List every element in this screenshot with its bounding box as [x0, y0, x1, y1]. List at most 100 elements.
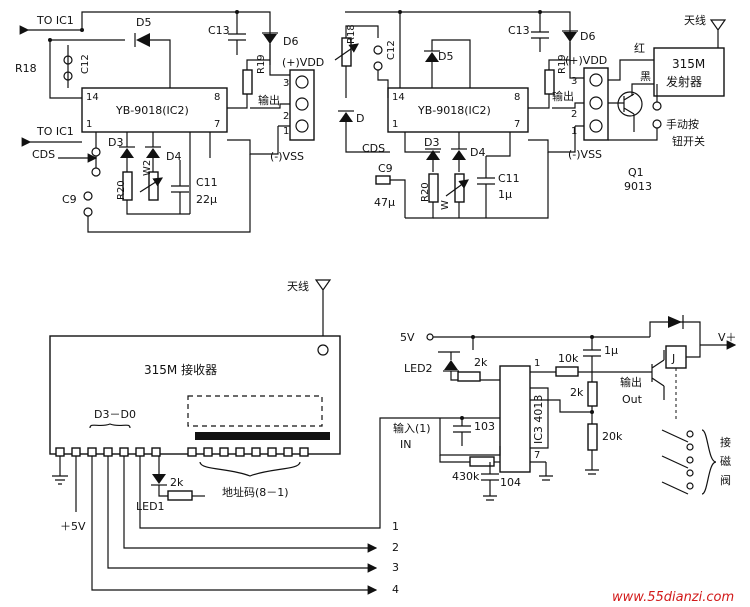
tx-line1: 315M: [672, 57, 705, 71]
c104-label: 104: [500, 476, 521, 489]
ic2-a-chip: [81, 87, 228, 133]
out-cn-label: 输出: [620, 375, 642, 389]
ic2-b-label: YB-9018(IC2): [417, 104, 491, 117]
ic3-relay-circuit: 5V LED2 2k IC3 4013 1 10k 1μ 2k 20k: [393, 315, 737, 501]
ic2-a-pin7: 7: [214, 119, 220, 130]
circuit-b-transmitter: YB-9018(IC2) 14 1 8 7 R18 C12 D D5 C13: [334, 10, 727, 219]
r20-b-label: R20: [420, 182, 431, 202]
r18-b-label: R18: [346, 24, 357, 44]
d5-b-label: D5: [438, 50, 453, 63]
tx-antenna-icon: [709, 19, 727, 48]
c9-b-label: C9: [378, 162, 393, 175]
receiver-title: 315M 接收器: [144, 362, 217, 377]
tx-antenna-label: 天线: [684, 13, 706, 27]
c11-a-label: C11: [196, 176, 218, 189]
button-line2: 钮开关: [672, 134, 705, 148]
line3-label: 3: [392, 561, 399, 574]
cds-b-label: CDS: [362, 142, 385, 155]
conn-b-pin2: 2: [571, 109, 577, 120]
address-label: 地址码(8－1): [222, 485, 289, 499]
relay-box: [665, 345, 687, 369]
conn-a-pin1: 1: [283, 126, 289, 137]
receiver-module: 315M 接收器 天线 D3－D0 地址码(8－1) ＋5V: [49, 279, 460, 596]
vplus-label: V＋: [718, 331, 737, 344]
address-dip-area: [187, 395, 323, 427]
conn-a-pin3: 3: [283, 78, 289, 89]
cds-a-label: CDS: [32, 148, 55, 161]
r10k-label: 10k: [558, 352, 579, 365]
led2-label: LED2: [404, 362, 433, 375]
ic2-b-pin14: 14: [392, 92, 405, 103]
circuit-a-timer: YB-9018(IC2) 14 1 8 7 TO IC1 D5 R18 C12 …: [15, 10, 324, 233]
q1-model: 9013: [624, 180, 652, 193]
ic2-b-pin1: 1: [392, 119, 398, 130]
relay-label: J: [671, 352, 675, 365]
receiver-pins: [55, 447, 309, 457]
r430k-label: 430k: [452, 470, 480, 483]
d6-b-label: D6: [580, 30, 595, 43]
ic2-b-chip: [387, 87, 529, 133]
address-dip-strip: [195, 432, 330, 440]
c12-b-label: C12: [386, 40, 397, 60]
valve-label-3: 阀: [720, 473, 731, 487]
d4-b-label: D4: [470, 146, 485, 159]
v5-label: 5V: [400, 331, 415, 344]
ic3-pin7: 7: [534, 450, 540, 461]
out-en-label: Out: [622, 393, 643, 406]
c103-label: 103: [474, 420, 495, 433]
red-wire-label: 红: [634, 42, 645, 55]
c1u-label: 1μ: [604, 344, 618, 357]
in-en-label: IN: [400, 438, 411, 451]
out-b-label: 输出: [552, 89, 574, 103]
d3-b-label: D3: [424, 136, 439, 149]
c9-a-label: C9: [62, 193, 77, 206]
line1-label: 1: [392, 520, 399, 533]
w2-a-label: W2: [142, 160, 153, 176]
r2k-a-label: 2k: [474, 356, 488, 369]
d6-a-label: D6: [283, 35, 298, 48]
q1-label: Q1: [628, 166, 644, 179]
r2k-rx-label: 2k: [170, 476, 184, 489]
watermark: www.55dianzi.com: [612, 590, 734, 605]
out-a-label: 输出: [258, 93, 280, 107]
conn-b-pin1: 1: [571, 126, 577, 137]
ic2-b-pin7: 7: [514, 119, 520, 130]
to-ic1-top-label: TO IC1: [36, 14, 74, 27]
vss-b-label: (-)VSS: [568, 148, 602, 161]
r18-a-label: R18: [15, 62, 37, 75]
c11-a-value: 22μ: [196, 193, 217, 206]
ic3-label: IC3 4013: [532, 395, 545, 444]
valve-contacts: [661, 429, 694, 495]
q1-transistor-icon: [617, 91, 643, 117]
d4-a-label: D4: [166, 150, 181, 163]
c13-b-label: C13: [508, 24, 530, 37]
rx-antenna-icon: [314, 279, 332, 336]
vdd-a-label: (+)VDD: [282, 56, 324, 69]
tx-line2: 发射器: [666, 74, 702, 89]
ic2-b-pin8: 8: [514, 92, 520, 103]
line2-label: 2: [392, 541, 399, 554]
c9-b-value: 47μ: [374, 196, 395, 209]
r19-b-label: R19: [557, 54, 568, 74]
conn-b-pin3: 3: [571, 76, 577, 87]
line4-label: 4: [392, 583, 399, 596]
d-b-label: D: [356, 112, 364, 125]
led1-label: LED1: [136, 500, 165, 513]
c13-a-label: C13: [208, 24, 230, 37]
ic3-chip: [499, 365, 531, 473]
c11-b-label: C11: [498, 172, 520, 185]
to-ic1-bottom-label: TO IC1: [36, 125, 74, 138]
r20-a-label: R20: [116, 180, 127, 200]
ic3-pin1: 1: [534, 358, 540, 369]
valve-label-1: 接: [720, 436, 731, 449]
vplus5-label: ＋5V: [60, 520, 86, 533]
d3-a-label: D3: [108, 136, 123, 149]
in-cn-label: 输入(1): [393, 421, 431, 435]
valve-label-2: 磁: [720, 455, 731, 468]
ic2-a-label: YB-9018(IC2): [115, 104, 189, 117]
c12-a-label: C12: [80, 54, 91, 74]
r20k-label: 20k: [602, 430, 623, 443]
data-pins-label: D3－D0: [94, 408, 136, 421]
d5-a-label: D5: [136, 16, 151, 29]
